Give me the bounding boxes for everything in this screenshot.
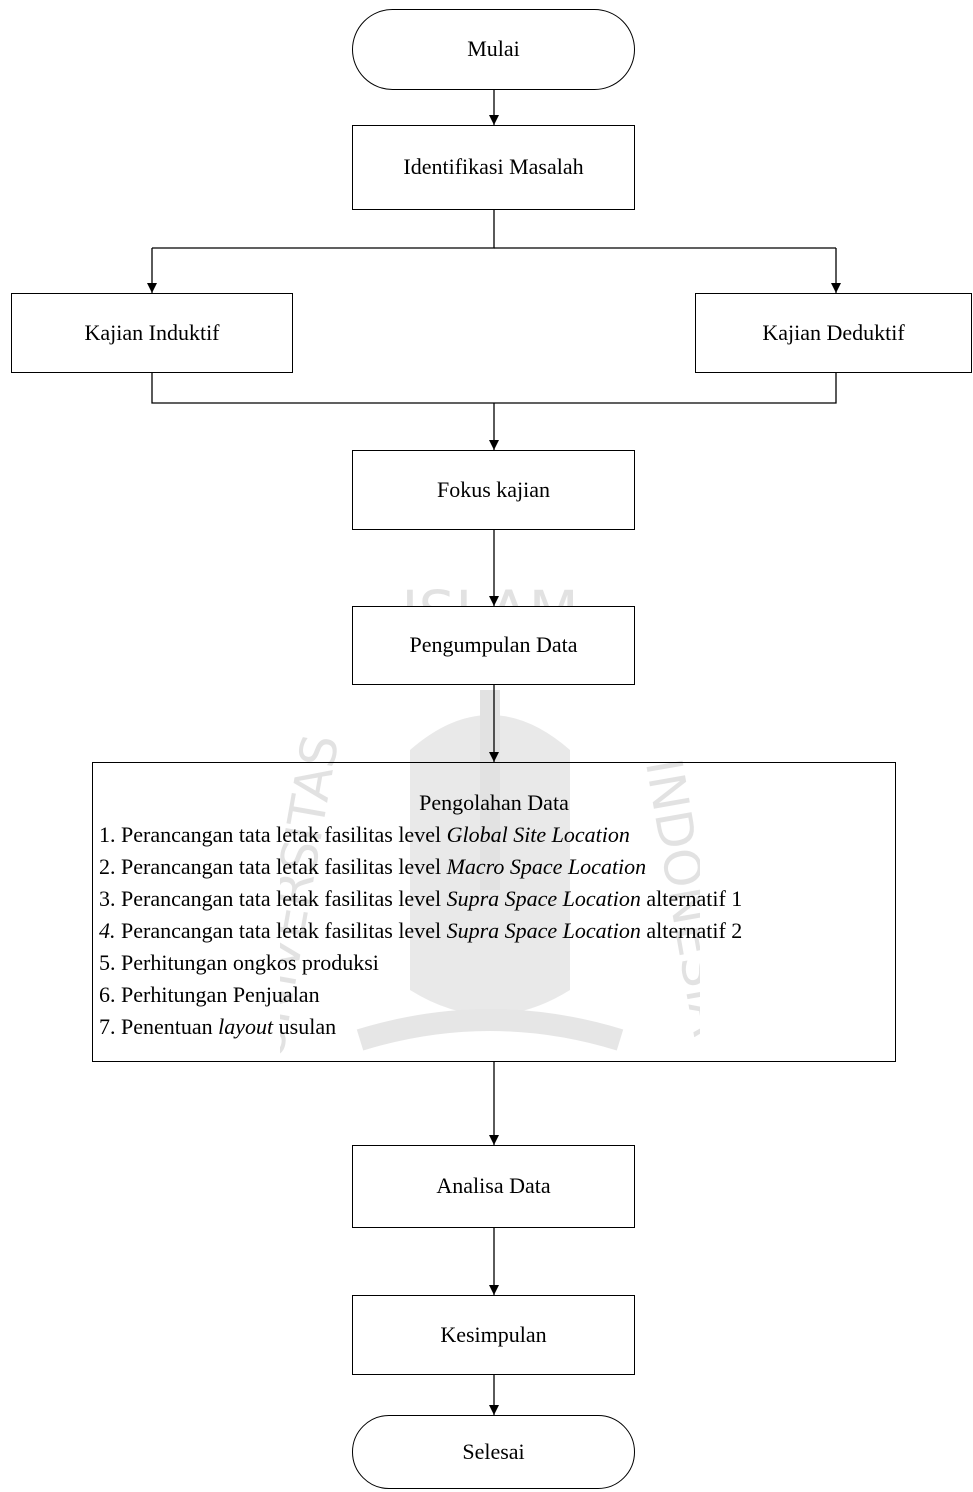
data-processing-title: Pengolahan Data [419,790,569,815]
step-suffix: usulan [273,1014,337,1039]
step-text: Perancangan tata letak fasilitas level [115,822,447,847]
step-text: Perancangan tata letak fasilitas level [115,886,447,911]
merge-line [151,373,837,404]
inductive-study-label: Kajian Induktif [84,319,220,345]
step-emphasis: layout [218,1014,274,1039]
data-processing-box: Pengolahan Data 1. Perancangan tata leta… [92,762,896,1062]
data-analysis-box: Analisa Data [352,1145,635,1228]
step-number: 3. [99,886,116,911]
seal-shield-shape [410,715,570,1015]
identify-problem-label: Identifikasi Masalah [403,154,584,180]
university-seal-watermark: ISLAM UNIVERSITAS INDONESIA [280,578,700,1064]
inductive-study-box: Kajian Induktif [11,293,293,373]
focus-study-label: Fokus kajian [436,476,551,502]
step-text: Perancangan tata letak fasilitas level [115,918,447,943]
start-terminal: Mulai [352,9,635,90]
identify-problem-box: Identifikasi Masalah [352,125,635,210]
seal-banner-shape [356,1009,624,1051]
step-number: 5. [99,950,116,975]
step-text: Penentuan [115,1014,219,1039]
data-analysis-label: Analisa Data [436,1173,551,1199]
conclusion-label: Kesimpulan [440,1321,547,1347]
processing-step-7: 7. Penentuan layout usulan [93,1011,895,1043]
step-suffix: alternatif 1 [640,886,743,911]
step-text: Perhitungan Penjualan [115,982,320,1007]
step-text: Perancangan tata letak fasilitas level [115,854,447,879]
step-number: 6. [99,982,116,1007]
end-label: Selesai [462,1438,525,1464]
processing-step-2: 2. Perancangan tata letak fasilitas leve… [93,851,895,883]
step-emphasis: Global Site Location [446,822,630,847]
processing-step-4: 4. Perancangan tata letak fasilitas leve… [93,915,895,947]
seal-pillar-shape [480,690,500,890]
deductive-study-box: Kajian Deduktif [695,293,972,373]
processing-step-6: 6. Perhitungan Penjualan [93,979,895,1011]
step-emphasis: Macro Space Location [446,854,647,879]
step-suffix: alternatif 2 [640,918,743,943]
split-line [152,210,495,249]
processing-step-3: 3. Perancangan tata letak fasilitas leve… [93,883,895,915]
processing-step-1: 1. Perancangan tata letak fasilitas leve… [93,819,895,851]
step-emphasis: Supra Space Location [446,918,641,943]
step-number: 4. [99,918,116,943]
focus-study-box: Fokus kajian [352,450,635,530]
step-text: Perhitungan ongkos produksi [115,950,379,975]
step-emphasis: Supra Space Location [446,886,641,911]
start-label: Mulai [467,36,520,62]
deductive-study-label: Kajian Deduktif [762,319,905,345]
data-collection-box: Pengumpulan Data [352,606,635,685]
end-terminal: Selesai [352,1415,635,1489]
step-number: 7. [99,1014,116,1039]
step-number: 2. [99,854,116,879]
data-processing-list: 1. Perancangan tata letak fasilitas leve… [93,819,895,1043]
conclusion-box: Kesimpulan [352,1295,635,1375]
processing-step-5: 5. Perhitungan ongkos produksi [93,947,895,979]
step-number: 1. [99,822,116,847]
data-collection-label: Pengumpulan Data [409,632,578,658]
